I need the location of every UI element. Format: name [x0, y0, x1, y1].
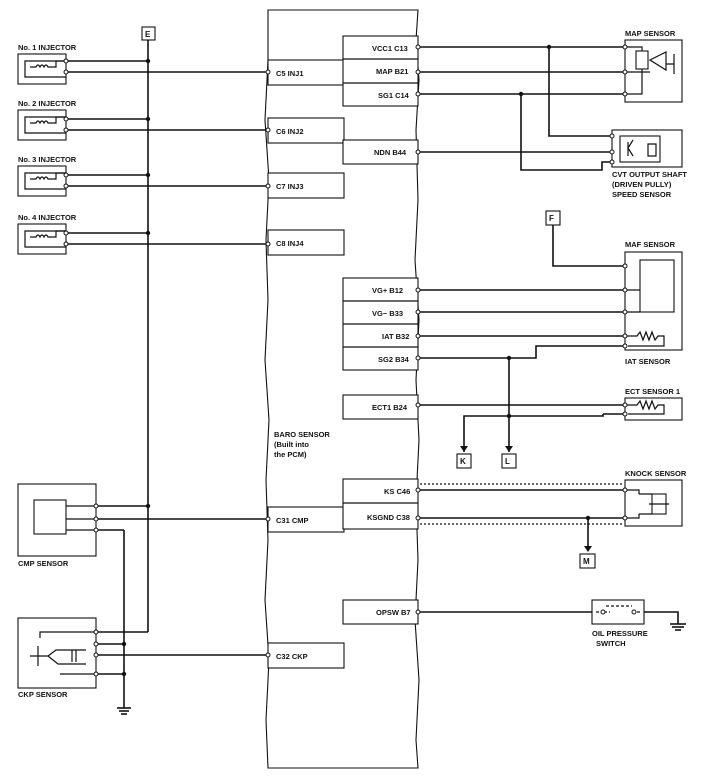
pcm-right-pins: VCC1 C13 MAP B21 SG1 C14 NDN B44 VG+ B12…: [342, 35, 419, 625]
svg-text:OIL PRESSURE: OIL PRESSURE: [592, 629, 648, 638]
pin-c7-inj3: C7 INJ3: [276, 182, 304, 191]
svg-text:the PCM): the PCM): [274, 450, 307, 459]
injector-4: No. 4 INJECTOR: [17, 213, 268, 255]
pcm-left-pins: C5 INJ1 C6 INJ2 C7 INJ3 C8 INJ4 C31 CMP …: [267, 59, 345, 669]
baro-sensor-label: BARO SENSOR (Built into the PCM): [274, 430, 330, 459]
svg-text:(Built into: (Built into: [274, 440, 309, 449]
svg-text:CVT OUTPUT SHAFT: CVT OUTPUT SHAFT: [612, 170, 687, 179]
svg-text:SWITCH: SWITCH: [596, 639, 626, 648]
pin-vcc1: VCC1 C13: [372, 44, 408, 53]
injector-3: No. 3 INJECTOR: [17, 155, 268, 197]
pin-c8-inj4: C8 INJ4: [276, 239, 304, 248]
svg-text:IAT SENSOR: IAT SENSOR: [625, 357, 671, 366]
svg-text:MAF SENSOR: MAF SENSOR: [625, 240, 676, 249]
pin-c31-cmp: C31 CMP: [276, 516, 309, 525]
connector-k: K: [456, 446, 472, 469]
svg-text:F: F: [549, 214, 554, 223]
pcm-left-pin-circles: [265, 69, 271, 658]
injector-1: No. 1 INJECTOR: [17, 43, 268, 85]
pin-vg-minus: VG− B33: [372, 309, 403, 318]
map-cvt-wiring: [415, 44, 623, 171]
ect-sensor: ECT SENSOR 1: [415, 358, 683, 452]
connector-f: F: [545, 210, 625, 267]
pin-c32-ckp: C32 CKP: [276, 652, 308, 661]
ckp-sensor: CKP SENSOR: [17, 617, 268, 699]
svg-text:No. 1 INJECTOR: No. 1 INJECTOR: [18, 43, 77, 52]
connector-e: E: [141, 26, 156, 632]
svg-text:(DRIVEN PULLY): (DRIVEN PULLY): [612, 180, 672, 189]
cmp-sensor: CMP SENSOR: [17, 483, 268, 568]
oil-pressure-switch: OIL PRESSURE SWITCH: [415, 599, 686, 648]
pin-ksgnd: KSGND C38: [367, 513, 410, 522]
pin-sg1: SG1 C14: [378, 91, 410, 100]
pin-map: MAP B21: [376, 67, 408, 76]
pin-ks: KS C46: [384, 487, 410, 496]
svg-text:MAP SENSOR: MAP SENSOR: [625, 29, 676, 38]
connector-m: M: [579, 546, 596, 569]
pin-ndn: NDN B44: [374, 148, 407, 157]
connector-l: L: [501, 446, 517, 469]
svg-text:M: M: [583, 557, 590, 566]
svg-text:SPEED SENSOR: SPEED SENSOR: [612, 190, 672, 199]
cvt-speed-sensor: CVT OUTPUT SHAFT (DRIVEN PULLY) SPEED SE…: [609, 129, 687, 199]
svg-text:L: L: [505, 457, 510, 466]
pin-sg2: SG2 B34: [378, 355, 410, 364]
maf-sensor: MAF SENSOR IAT SENSOR: [622, 240, 683, 366]
svg-text:K: K: [460, 457, 466, 466]
svg-text:CKP SENSOR: CKP SENSOR: [18, 690, 68, 699]
injector-2: No. 2 INJECTOR: [17, 99, 268, 141]
svg-text:BARO SENSOR: BARO SENSOR: [274, 430, 330, 439]
pin-ect1: ECT1 B24: [372, 403, 408, 412]
svg-text:CMP SENSOR: CMP SENSOR: [18, 559, 69, 568]
svg-text:No. 4 INJECTOR: No. 4 INJECTOR: [18, 213, 77, 222]
pin-iat: IAT B32: [382, 332, 409, 341]
pin-vg-plus: VG+ B12: [372, 286, 403, 295]
svg-text:ECT SENSOR 1: ECT SENSOR 1: [625, 387, 680, 396]
pcm-body: [264, 9, 420, 769]
left-ground: [117, 530, 131, 715]
svg-text:No. 2 INJECTOR: No. 2 INJECTOR: [18, 99, 77, 108]
maf-iat-wiring: [415, 287, 623, 361]
svg-text:No. 3 INJECTOR: No. 3 INJECTOR: [18, 155, 77, 164]
pin-opsw: OPSW B7: [376, 608, 411, 617]
svg-text:E: E: [145, 30, 151, 39]
pin-c6-inj2: C6 INJ2: [276, 127, 304, 136]
map-sensor: MAP SENSOR: [622, 29, 683, 103]
knock-sensor: KNOCK SENSOR: [415, 469, 687, 546]
svg-text:KNOCK SENSOR: KNOCK SENSOR: [625, 469, 687, 478]
pin-c5-inj1: C5 INJ1: [276, 69, 304, 78]
